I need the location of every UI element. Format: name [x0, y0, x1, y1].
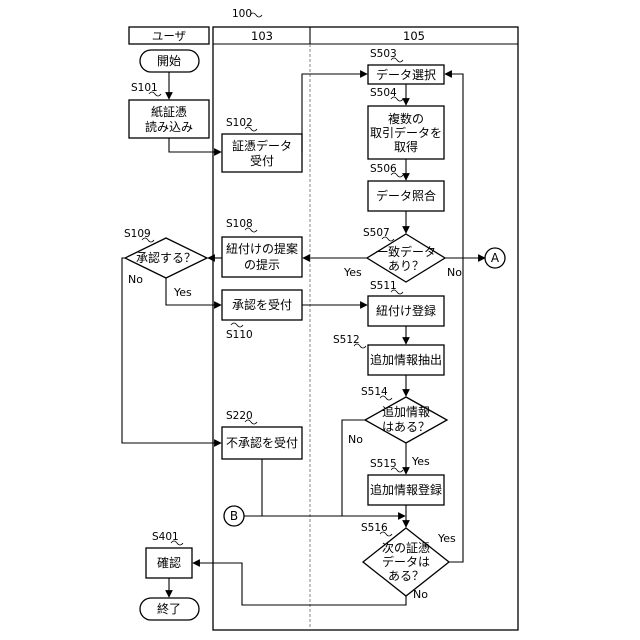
- s108-label-2: の提示: [244, 257, 280, 272]
- s220-label: 不承認を受付: [226, 435, 298, 450]
- s515-label: 追加情報登録: [370, 482, 442, 497]
- s516-label-3: ある？: [388, 569, 424, 583]
- s516-label-1: 次の証憑: [382, 541, 430, 555]
- system-frame: [213, 27, 518, 630]
- s101-label-2: 読み込み: [145, 119, 193, 134]
- s108-label-1: 紐付けの提案: [226, 241, 298, 256]
- lane-header-user-label: ユーザ: [152, 29, 186, 43]
- s109-label: 承認する？: [136, 250, 196, 265]
- s507-no-label: No: [447, 266, 462, 279]
- figure-number: 100: [232, 8, 252, 20]
- s514-no-label: No: [348, 433, 363, 446]
- s503-label: データ選択: [376, 67, 436, 82]
- s102-label-1: 証憑データ: [232, 138, 292, 153]
- s506-label: データ照合: [376, 188, 436, 203]
- s512-label: 追加情報抽出: [370, 352, 442, 367]
- s504-label-3: 取得: [394, 139, 418, 154]
- s514-yes-label: Yes: [411, 455, 430, 468]
- s516-yes-label: Yes: [437, 532, 456, 545]
- s507-label-2: あり？: [388, 259, 424, 273]
- s504-label-1: 複数の: [388, 111, 424, 126]
- s110-id: S110: [226, 329, 253, 341]
- s110-label: 承認を受付: [232, 297, 292, 312]
- s101-label-1: 紙証憑: [151, 104, 187, 119]
- s102-label-2: 受付: [250, 154, 274, 168]
- s109-no-label: No: [128, 273, 143, 286]
- connector-b-label: B: [230, 509, 238, 523]
- end-label: 終了: [157, 601, 181, 616]
- s514-label-1: 追加情報: [382, 404, 430, 419]
- s516-label-2: データは: [382, 554, 430, 569]
- connector-a-label: A: [491, 251, 500, 265]
- s504-label-2: 取引データを: [370, 125, 442, 140]
- s507-label-1: 一致データ: [376, 244, 436, 259]
- lane-header-105: 105: [403, 29, 425, 43]
- s401-label: 確認: [157, 555, 181, 570]
- s514-label-2: はある？: [382, 420, 430, 434]
- s516-no-label: No: [413, 588, 428, 601]
- s507-yes-label: Yes: [343, 266, 362, 279]
- start-label: 開始: [157, 54, 181, 68]
- s511-label: 紐付け登録: [376, 303, 436, 318]
- lane-header-103: 103: [251, 29, 273, 43]
- s109-yes-label: Yes: [173, 286, 192, 299]
